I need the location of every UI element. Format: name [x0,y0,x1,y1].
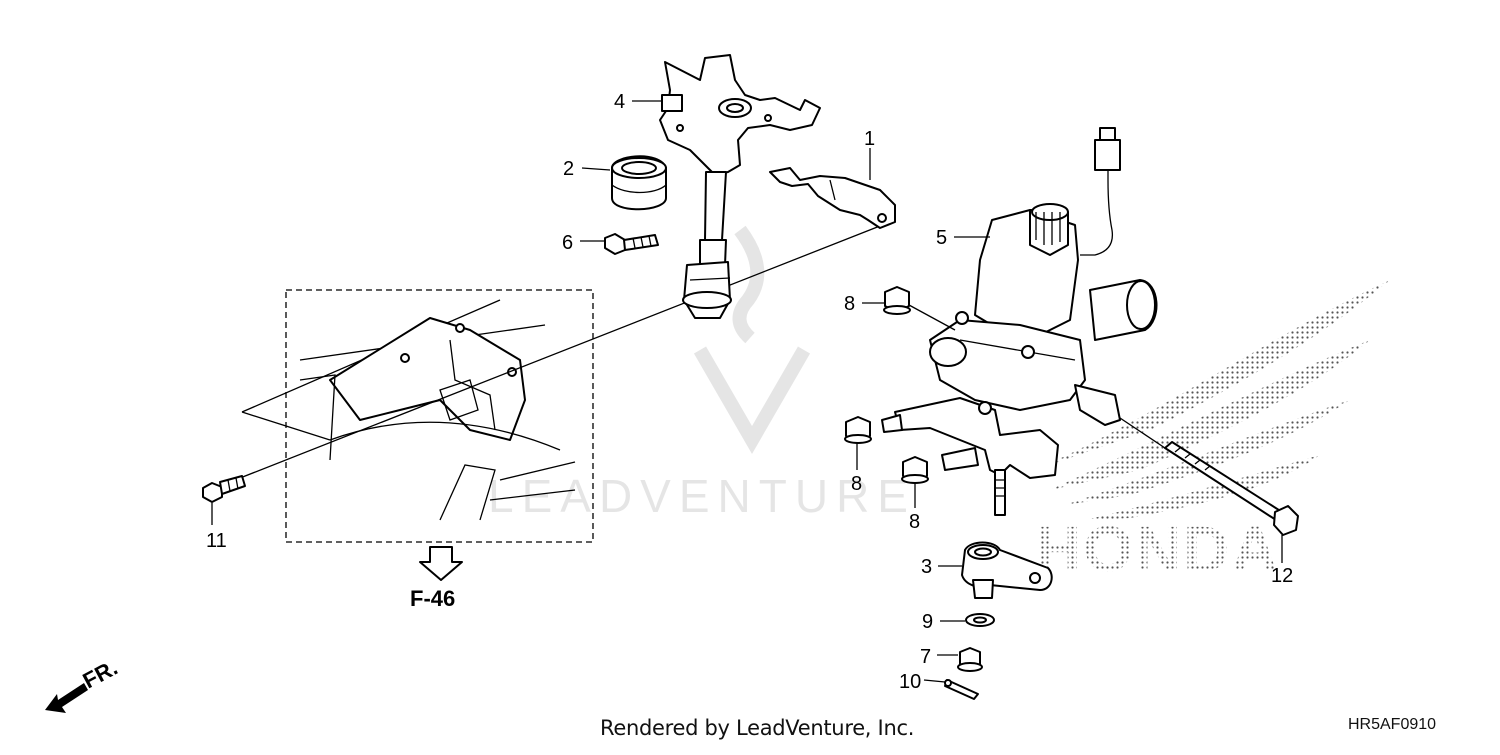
watermark-text: LEADVENTURE [488,470,916,522]
callout-2: 2 [563,158,574,180]
callout-7: 7 [920,646,931,668]
render-credit: Rendered by LeadVenture, Inc. [600,716,915,740]
reference-arrow-f46[interactable]: F-46 [410,546,463,611]
reference-label: F-46 [410,586,455,611]
honda-logo-text: HONDA [1035,513,1280,585]
diagram-code: HR5AF0910 [1348,716,1437,733]
front-direction-indicator: FR. [45,655,122,713]
part-6-bolt[interactable] [604,233,659,255]
part-10-cotter-pin[interactable] [944,679,979,700]
part-3-pitman-arm[interactable] [961,541,1053,599]
part-7-nut[interactable] [957,647,983,672]
part-8-nut-right[interactable] [901,456,929,484]
callout-8-right: 8 [909,511,920,533]
callout-6: 6 [562,232,573,254]
callout-12: 12 [1271,565,1293,587]
callout-8-left: 8 [851,473,862,495]
honda-wing-logo: HONDA [1035,280,1390,585]
callout-8-top: 8 [844,293,855,315]
part-11-bolt[interactable] [202,475,246,503]
callout-11: 11 [206,530,227,552]
part-8-nut-left[interactable] [844,416,872,444]
callout-5: 5 [936,227,947,249]
part-1-clamp[interactable] [769,167,896,229]
callout-labels: 1 2 3 4 5 6 7 8 8 8 9 10 11 12 [206,91,1293,693]
part-9-washer[interactable] [965,613,995,627]
part-5-eps-unit[interactable] [881,127,1158,516]
callout-4: 4 [614,91,625,113]
callout-10: 10 [899,671,921,693]
callout-9: 9 [922,611,933,633]
callout-1: 1 [864,128,875,150]
part-4-steering-column[interactable] [659,54,821,319]
part-2-dust-seal[interactable] [611,155,667,211]
part-8-nut-top[interactable] [883,286,911,315]
part-12-long-bolt[interactable] [1164,441,1299,536]
callout-3: 3 [921,556,932,578]
leader-lines [211,100,1283,683]
leadventure-watermark: LEADVENTURE [488,225,916,522]
